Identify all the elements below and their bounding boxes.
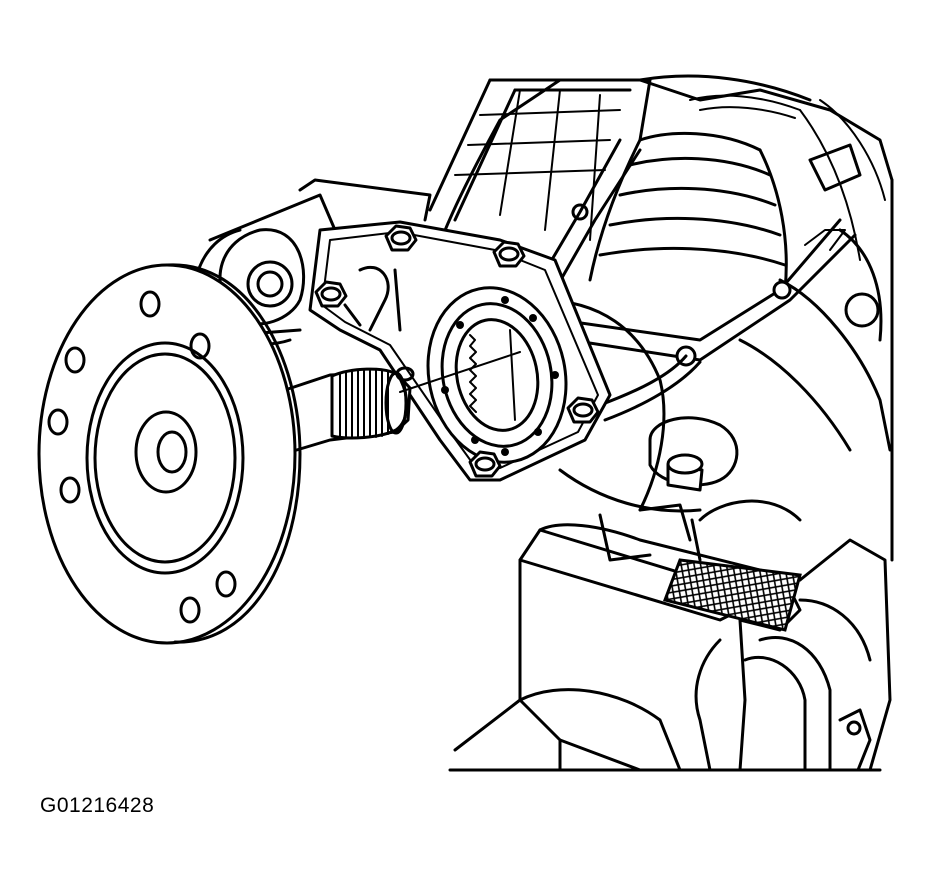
figure-id-label: G01216428 [40,794,155,817]
lattice-bracket [430,80,855,420]
bench-vise [450,525,890,770]
bolt-right [568,398,598,422]
bolt-top-right [494,242,524,266]
plate-bolts [316,226,598,476]
output-shaft-assembly [39,265,520,643]
bolt-bottom [470,452,500,476]
bolt-left [316,282,346,306]
adapter-plate [310,222,610,480]
shaft-splines [340,370,388,438]
housing-background [420,76,892,560]
flange-bolt-holes [49,292,235,622]
bolt-top-left [386,226,416,250]
